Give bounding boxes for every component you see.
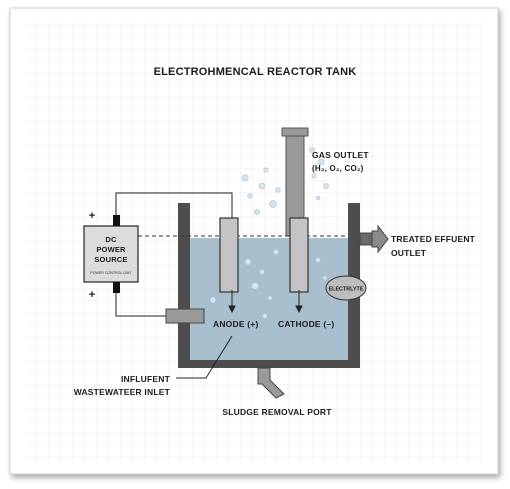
treated-effluent-outlet-label: OUTLET	[391, 248, 427, 258]
cathode-label: CATHODE (–)	[278, 319, 334, 329]
sludge-removal-label: SLUDGE REMOVAL PORT	[222, 407, 332, 417]
influent-leader-line	[176, 335, 233, 379]
plus-top-icon: +	[89, 210, 96, 222]
anode-label: ANODE (+)	[213, 319, 258, 329]
sludge-port-pipe	[257, 367, 285, 399]
gas-bubbles-icon	[209, 147, 329, 319]
power-label-power: POWER	[96, 245, 126, 254]
dc-power-source: DC POWER SOURCE POWER CONTROL UNIT	[83, 215, 139, 293]
gas-outlet-label: GAS OUTLET	[312, 150, 369, 160]
outlet-arrow-icon	[359, 224, 389, 254]
plus-bottom-icon: +	[89, 289, 96, 301]
influent-inlet-pipe	[165, 308, 205, 324]
cathode-plate	[289, 217, 309, 293]
power-label-source: SOURCE	[94, 255, 127, 264]
power-label-dc: DC	[105, 235, 117, 244]
diagram-title: ELECTROHMENCAL REACTOR TANK	[154, 66, 357, 78]
electrolyte-badge: ELECTRLYTE	[325, 275, 367, 301]
influent-label: INFLUFENT	[121, 374, 171, 384]
anode-plate	[219, 217, 239, 293]
electrolyte-label: ELECTRLYTE	[329, 287, 364, 293]
power-sublabel: POWER CONTROL UNIT	[90, 271, 132, 275]
influent-inlet-label: WASTEWATEER INLET	[74, 387, 171, 397]
treated-effluent-label: TREATED EFFUENT	[391, 234, 476, 244]
power-wires	[115, 192, 233, 317]
gas-outlet-formula: (H₂, O₂, CO₂)	[312, 164, 364, 173]
plate-arrows	[228, 290, 303, 314]
